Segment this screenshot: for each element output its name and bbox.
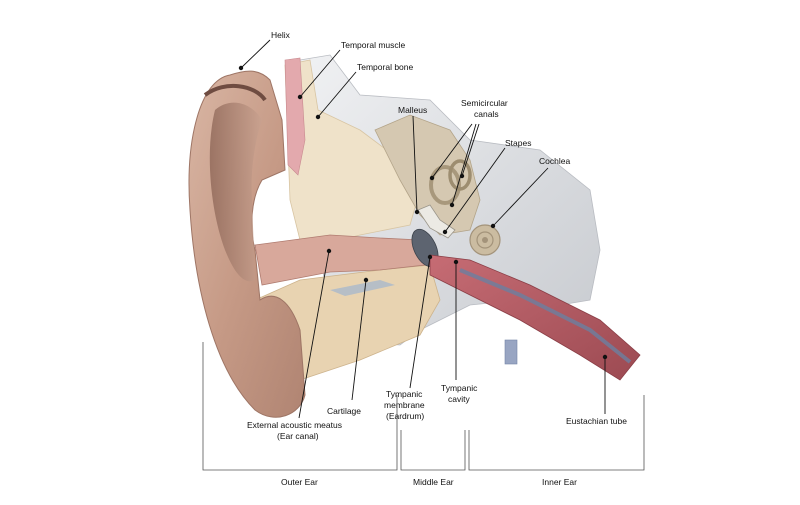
semicircular-leader-3: [461, 123, 480, 177]
auricle-inner-fold: [209, 102, 262, 282]
stapes-leader: [444, 147, 506, 233]
eustachian-tube-inner: [459, 268, 632, 364]
label-inner-ear: Inner Ear: [542, 477, 577, 487]
external-meatus-leader: [298, 250, 330, 419]
label-cartilage: Cartilage: [327, 406, 361, 416]
label-external-meatus-line1: External acoustic meatus: [247, 420, 342, 430]
eustachian-tube-dot: [602, 354, 608, 360]
external-meatus-dot: [326, 248, 332, 254]
temporal-bone-shape: [284, 59, 421, 246]
tympanic-cavity-dot: [453, 259, 459, 265]
semicircular-dot-3: [459, 173, 465, 179]
label-tympanic-membrane-line3: (Eardrum): [386, 411, 424, 421]
label-temporal-bone: Temporal bone: [357, 62, 414, 72]
label-semicircular-canals-line1: Semicircular: [461, 98, 508, 108]
middle-ear-bracket: [400, 430, 466, 471]
eustachian-tube-shape: [429, 254, 641, 381]
ossicles-shape: [417, 204, 456, 239]
stapes-dot: [442, 229, 448, 235]
semicircular-leader-2: [451, 123, 477, 206]
cochlea-spiral: [476, 231, 494, 249]
cochlea-core: [482, 237, 488, 243]
outer-ear-bracket: [202, 342, 398, 471]
temporal-muscle-leader: [299, 49, 341, 98]
temporal-muscle-shape: [284, 57, 306, 176]
label-tympanic-cavity-line1: Tympanic: [441, 383, 478, 393]
label-stapes: Stapes: [505, 138, 531, 148]
semicircular-dot-2: [449, 202, 455, 208]
semicircular-leader-1: [431, 123, 473, 179]
label-tympanic-membrane-line1: Tympanic: [386, 389, 423, 399]
temporal-bone-leader: [317, 71, 357, 118]
semicircular-canal-shape-2: [448, 159, 472, 191]
label-malleus: Malleus: [398, 105, 427, 115]
canal-end-shape: [504, 339, 518, 365]
label-cochlea: Cochlea: [539, 156, 570, 166]
label-semicircular-canals-line2: canals: [474, 109, 499, 119]
cochlea-dot: [490, 223, 496, 229]
label-external-meatus-line2: (Ear canal): [277, 431, 319, 441]
label-tympanic-membrane-line2: membrane: [384, 400, 425, 410]
cartilage-dot: [363, 277, 369, 283]
cartilage-strip: [330, 280, 395, 296]
helix-dot: [238, 65, 244, 71]
malleus-leader: [412, 115, 418, 213]
temporal-muscle-dot: [297, 94, 303, 100]
label-helix: Helix: [271, 30, 291, 40]
temporal-bone-dot: [315, 114, 321, 120]
cochlea-leader: [492, 167, 549, 227]
label-tympanic-cavity-line2: cavity: [448, 394, 470, 404]
tympanic-membrane-dot: [427, 254, 433, 260]
helix-leader: [240, 39, 271, 69]
label-eustachian-tube: Eustachian tube: [566, 416, 627, 426]
semicircular-dot-1: [429, 175, 435, 181]
semicircular-canal-shape: [429, 165, 461, 205]
label-outer-ear: Outer Ear: [281, 477, 318, 487]
helix-rim: [203, 83, 267, 102]
malleus-dot: [414, 209, 420, 215]
label-temporal-muscle: Temporal muscle: [341, 40, 406, 50]
cartilage-leader: [351, 279, 367, 401]
inner-ear-bracket: [468, 395, 645, 471]
tympanic-membrane-leader: [409, 256, 431, 389]
label-middle-ear: Middle Ear: [413, 477, 454, 487]
